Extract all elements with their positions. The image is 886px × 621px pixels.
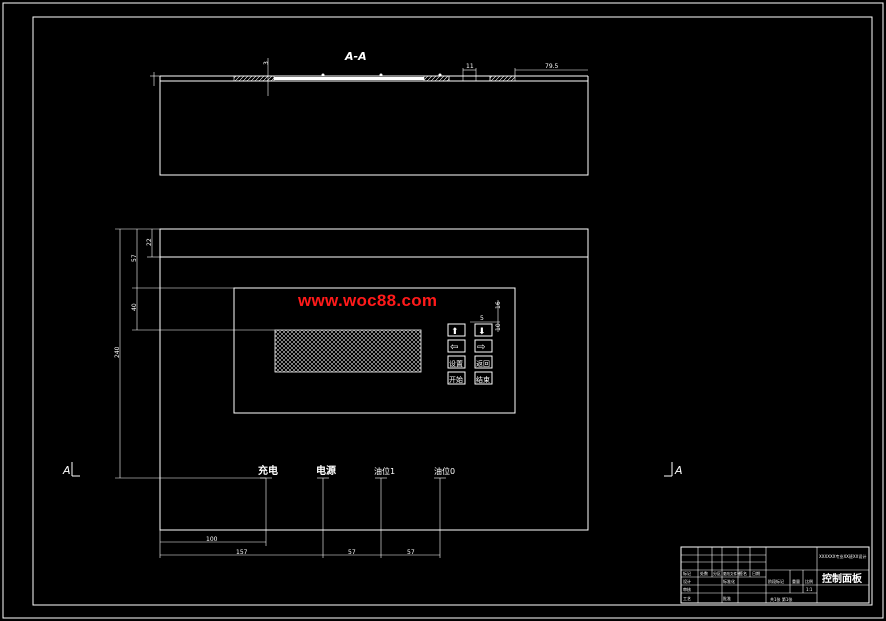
inner-border [32,16,873,606]
title-sheet: 共1张 第1张 [770,596,792,602]
tb-cell-mark: 标记 [683,570,691,576]
key-end-label: 结束 [476,375,490,384]
dim-57: 57 [131,254,138,262]
dim-22: 22 [146,238,153,246]
key-start[interactable] [447,371,466,385]
dim-right: 79.5 [545,63,559,70]
tb-cell-std: 标准化 [723,578,735,584]
key-up[interactable] [447,323,466,337]
key-set-label: 设置 [449,359,463,368]
title-part-name: 控制面板 [822,572,863,585]
key-right[interactable] [474,339,493,353]
key-down-label: ⬇ [478,327,486,337]
dim-240: 240 [114,346,121,358]
key-end[interactable] [474,371,493,385]
section-view [150,58,589,176]
dim-40: 40 [131,303,138,311]
title-company: XXXXXX专业XX班XX设计 [819,553,866,559]
section-mark-right: A [674,464,683,477]
key-set[interactable] [447,355,466,369]
tb-cell-stage: 阶段标记 [768,578,784,584]
key-down[interactable] [474,323,493,337]
label-charge: 充电 [258,464,278,477]
label-power: 电源 [316,464,336,477]
tb-cell-zone: 分区 [713,570,721,576]
section-mark-left: A [62,464,71,477]
key-right-label: ⇨ [477,342,485,353]
tb-cell-process: 工艺 [683,596,691,601]
tb-cell-date: 日期 [752,570,760,576]
display-screen [274,329,422,373]
key-start-label: 开始 [449,375,463,384]
label-oil1: 油位1 [374,466,395,476]
tb-cell-sign: 签名 [739,570,747,576]
key-left[interactable] [447,339,466,353]
tb-cell-docno: 更改文件号 [723,571,741,576]
tb-cell-review: 审核 [683,586,691,592]
dim-slot: 11 [466,63,474,70]
key-left-label: ⇦ [450,342,458,353]
key-back[interactable] [474,355,493,369]
title-scale: 1:1 [806,587,813,592]
dim-57b: 57 [407,549,415,556]
tb-cell-count: 处数 [700,570,708,576]
tb-cell-approve: 批准 [723,595,731,601]
tb-cell-ratio: 比例 [805,578,813,584]
key-back-label: 返回 [476,360,490,368]
section-title: A-A [344,50,367,63]
title-block [680,546,870,604]
label-oil0: 油位0 [434,466,455,476]
dim-10: 10 [495,323,502,331]
dim-5: 5 [480,315,484,322]
dim-157: 157 [236,549,248,556]
keypad [447,323,493,385]
dim-100: 100 [206,536,218,543]
dim-57a: 57 [348,549,356,556]
dim-thickness: 3 [263,61,270,65]
tb-cell-design: 设计 [683,578,691,584]
front-view [71,228,673,558]
key-up-label: ⬆ [451,327,459,337]
dim-16: 16 [495,301,502,309]
watermark: www.woc88.com [298,291,438,310]
tb-cell-weight: 重量 [792,578,800,584]
